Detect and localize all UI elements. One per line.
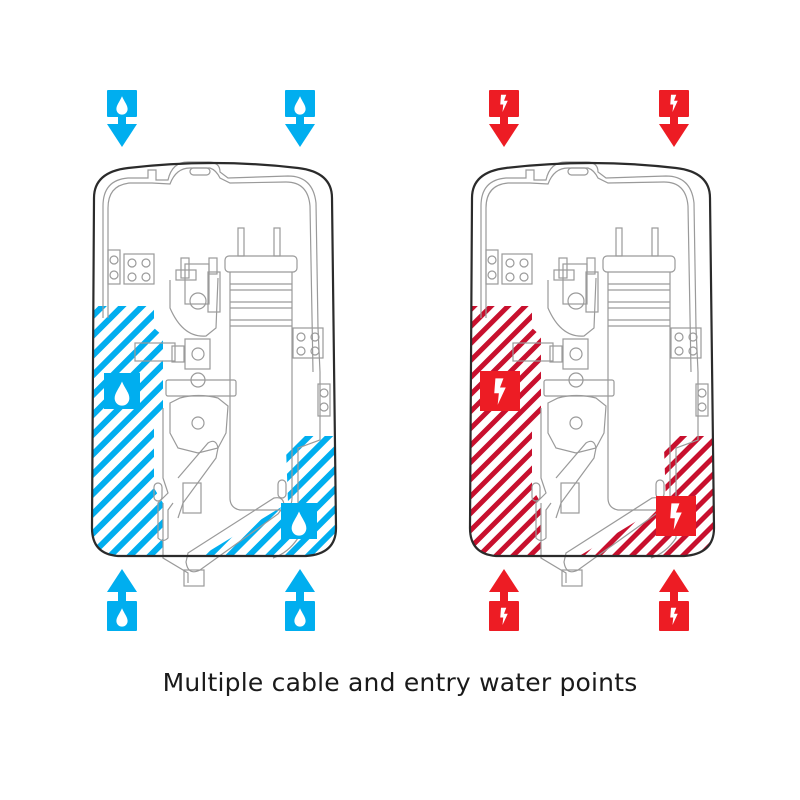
power-panel xyxy=(378,0,778,660)
lightning-bolt-icon xyxy=(656,496,696,536)
water-drop-icon xyxy=(104,373,140,409)
shower-unit-body xyxy=(468,161,716,587)
water-inlet-arrow-bottom-right xyxy=(285,569,315,631)
cable-entry-arrow-bottom-right xyxy=(659,569,689,631)
water-inlet-arrow-top-right xyxy=(285,90,315,147)
hatched-zone-bottom-right xyxy=(566,436,714,556)
cable-entry-arrow-bottom-left xyxy=(489,569,519,631)
hatched-zone-left xyxy=(92,306,163,556)
water-drop-icon xyxy=(281,503,317,539)
lightning-bolt-icon xyxy=(480,371,520,411)
water-inlet-arrow-bottom-left xyxy=(107,569,137,631)
hatched-zone-left xyxy=(470,306,541,556)
cable-entry-arrow-top-right xyxy=(659,90,689,147)
hatched-zone-bottom-right xyxy=(188,436,336,556)
shower-unit-body xyxy=(90,161,338,587)
water-panel xyxy=(0,0,400,660)
water-inlet-arrow-top-left xyxy=(107,90,137,147)
cable-entry-arrow-top-left xyxy=(489,90,519,147)
caption: Multiple cable and entry water points xyxy=(162,668,638,697)
